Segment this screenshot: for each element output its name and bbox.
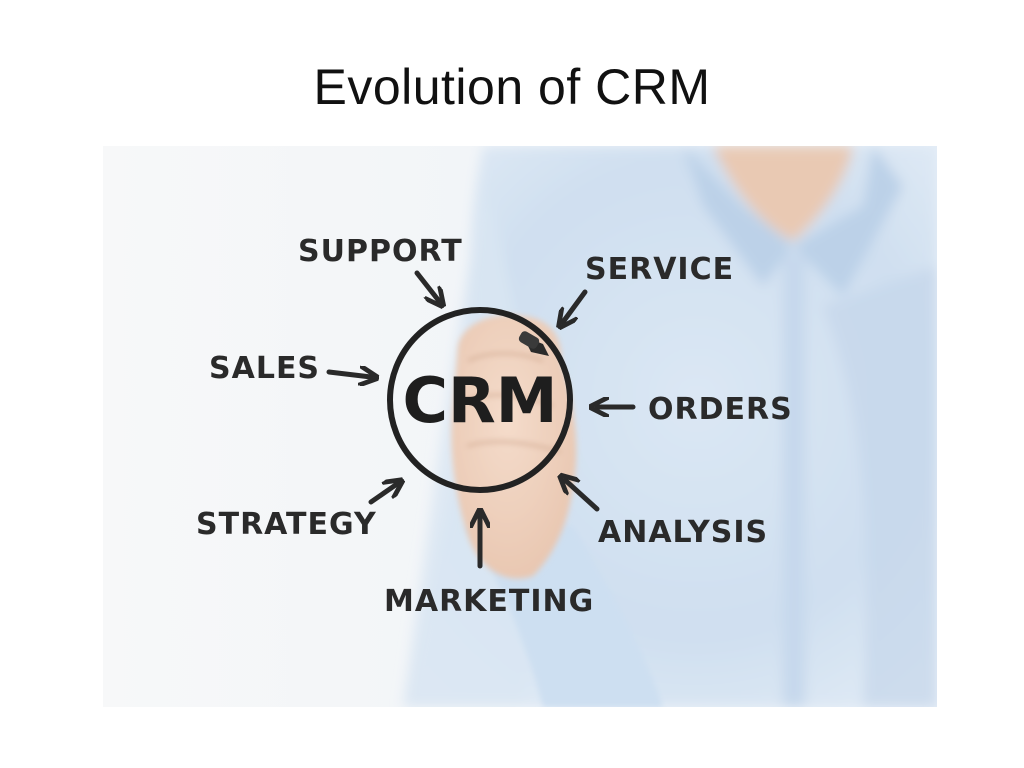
crm-center-label: CRM xyxy=(403,364,558,437)
label-strategy: STRATEGY xyxy=(196,507,377,542)
arrow-support xyxy=(414,270,439,301)
label-service: SERVICE xyxy=(585,252,734,287)
label-orders: ORDERS xyxy=(648,392,793,427)
diagram-arrows xyxy=(326,270,636,569)
arrow-strategy xyxy=(368,484,397,505)
crm-circle xyxy=(387,307,573,493)
label-support: SUPPORT xyxy=(298,234,463,269)
label-analysis: ANALYSIS xyxy=(598,515,768,550)
crm-photo: CRM SUPPORT SERVICE SALES ORDERS STRATEG… xyxy=(103,146,937,707)
label-marketing: MARKETING xyxy=(384,584,594,619)
marker-pen xyxy=(518,331,549,356)
crm-diagram-svg: CRM SUPPORT SERVICE SALES ORDERS STRATEG… xyxy=(103,146,937,707)
slide-title: Evolution of CRM xyxy=(313,59,711,115)
label-sales: SALES xyxy=(209,351,320,386)
arrow-service xyxy=(563,289,588,322)
arrow-sales xyxy=(326,372,371,377)
arrow-analysis xyxy=(565,480,600,512)
